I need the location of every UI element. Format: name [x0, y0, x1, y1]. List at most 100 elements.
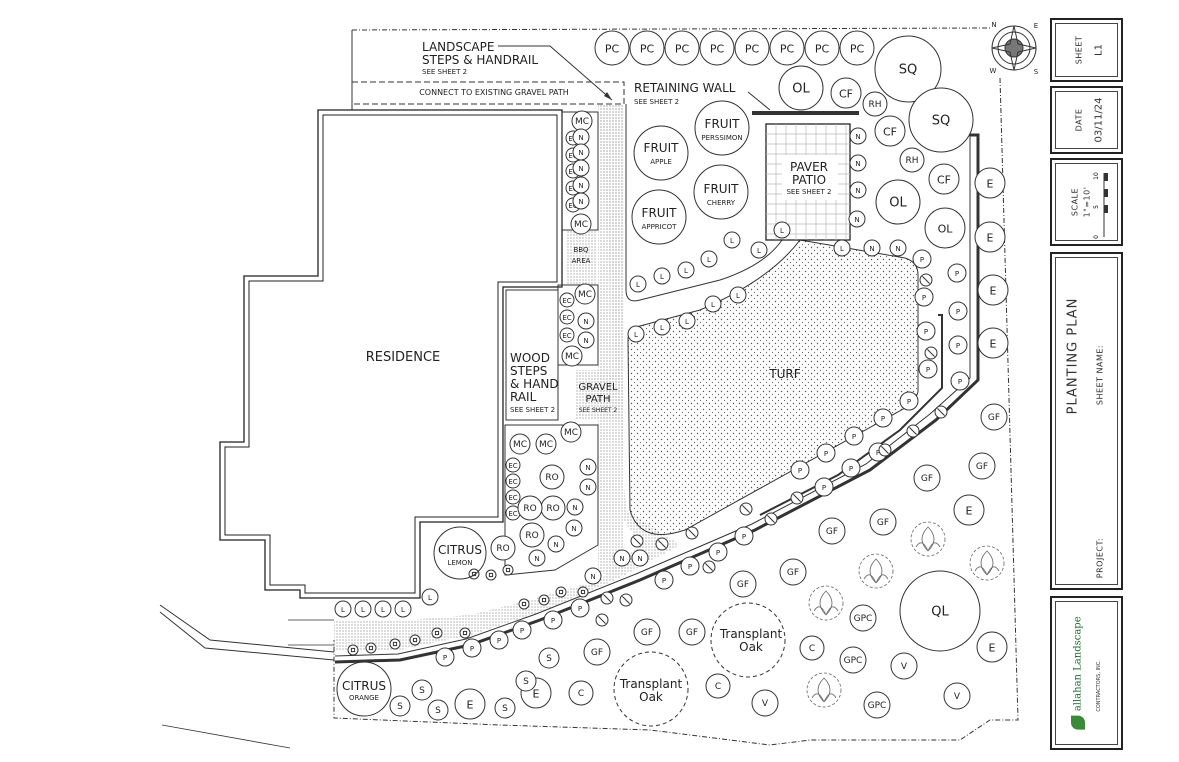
- svg-text:ORANGE: ORANGE: [349, 694, 379, 702]
- svg-text:MC: MC: [578, 290, 592, 300]
- plant-p: P: [734, 526, 754, 546]
- plant-l: L: [677, 261, 695, 279]
- plant-n: N: [613, 549, 631, 567]
- ornamental-grass-icon: [969, 545, 1005, 581]
- plant-e: E: [454, 688, 486, 720]
- svg-text:APPRICOT: APPRICOT: [642, 223, 678, 231]
- svg-text:S: S: [397, 702, 403, 712]
- shrub-marker-square: [485, 569, 497, 581]
- plant-n: N: [572, 143, 590, 161]
- svg-text:L: L: [660, 273, 664, 281]
- svg-text:GPC: GPC: [854, 614, 873, 624]
- plant-gf: GF: [779, 558, 807, 586]
- svg-text:P: P: [924, 328, 928, 336]
- svg-text:P: P: [852, 433, 856, 441]
- svg-text:S: S: [1034, 68, 1039, 76]
- shrub-marker-slash: [919, 273, 933, 287]
- svg-text:MC: MC: [574, 220, 588, 230]
- plant-pc: PC: [769, 30, 805, 66]
- plant-l: L: [653, 267, 671, 285]
- plant-l: L: [374, 600, 392, 618]
- plant-e: E: [974, 167, 1006, 199]
- svg-text:P: P: [688, 563, 692, 571]
- plant-gpc: GPC: [849, 604, 877, 632]
- svg-text:S: S: [419, 686, 425, 696]
- svg-text:PATH: PATH: [585, 394, 610, 405]
- svg-text:P: P: [716, 549, 720, 557]
- svg-text:AREA: AREA: [572, 257, 591, 265]
- svg-text:SEE SHEET 2: SEE SHEET 2: [510, 406, 555, 414]
- title-sheet-name-box: PLANTING PLAN SHEET NAME: PROJECT:: [1050, 252, 1123, 590]
- plant-l: L: [678, 312, 696, 330]
- svg-text:P: P: [922, 294, 926, 302]
- svg-text:MC: MC: [539, 440, 553, 450]
- svg-text:P: P: [578, 605, 582, 613]
- plant-s: S: [494, 697, 516, 719]
- svg-text:L: L: [707, 256, 711, 264]
- plant-gpc: GPC: [839, 646, 867, 674]
- plant-ec: EC: [505, 489, 521, 505]
- leaf-icon: [1070, 715, 1085, 730]
- svg-text:N: N: [583, 318, 588, 326]
- svg-text:5: 5: [1093, 205, 1100, 209]
- plant-ol: OL: [924, 207, 966, 249]
- plant-l: L: [833, 239, 851, 257]
- svg-text:N: N: [855, 133, 860, 141]
- plant-n: N: [572, 176, 590, 194]
- plant-p: P: [912, 249, 932, 269]
- svg-text:QL: QL: [931, 605, 949, 620]
- svg-text:E: E: [990, 285, 997, 298]
- plant-p: P: [462, 638, 482, 658]
- shrub-marker-slash: [878, 443, 892, 457]
- plant-p: P: [950, 371, 970, 391]
- svg-text:LANDSCAPE: LANDSCAPE: [422, 40, 494, 54]
- plant-l: L: [334, 600, 352, 618]
- plant-l: L: [723, 231, 741, 249]
- svg-text:L: L: [361, 606, 365, 614]
- plant-l: L: [629, 275, 647, 293]
- svg-text:C: C: [578, 689, 584, 699]
- plant-l: L: [773, 221, 791, 239]
- svg-text:PC: PC: [850, 43, 865, 56]
- plant-ro: RO: [539, 464, 565, 490]
- svg-text:S: S: [546, 654, 552, 664]
- shrub-marker-slash: [790, 491, 804, 505]
- svg-text:CHERRY: CHERRY: [707, 199, 736, 207]
- svg-text:RH: RH: [905, 156, 918, 166]
- shrub-marker-slash: [924, 346, 938, 360]
- svg-text:SEE SHEET 2: SEE SHEET 2: [786, 188, 831, 196]
- plant-pc: PC: [804, 30, 840, 66]
- plant-p: P: [790, 460, 810, 480]
- svg-text:& HAND: & HAND: [510, 377, 559, 391]
- svg-text:E: E: [966, 505, 973, 518]
- plant-n: N: [863, 239, 881, 257]
- plant-p: P: [435, 647, 455, 667]
- plant-pc: PC: [699, 30, 735, 66]
- svg-text:L: L: [341, 606, 345, 614]
- svg-text:P: P: [926, 366, 930, 374]
- svg-text:CITRUS: CITRUS: [438, 543, 482, 557]
- plant-pc: PC: [629, 30, 665, 66]
- svg-text:OL: OL: [792, 82, 810, 97]
- svg-text:RO: RO: [546, 504, 559, 514]
- svg-text:CF: CF: [937, 174, 951, 187]
- svg-text:N: N: [855, 187, 860, 195]
- svg-text:CITRUS: CITRUS: [342, 679, 386, 693]
- svg-text:SEE SHEET 2: SEE SHEET 2: [634, 98, 679, 106]
- svg-text:P: P: [958, 378, 962, 386]
- plant-gpc: GPC: [863, 691, 891, 719]
- svg-text:CF: CF: [839, 88, 853, 101]
- svg-text:P: P: [551, 617, 555, 625]
- sheet-name-label: SHEET NAME:: [1095, 345, 1105, 406]
- plant-mc: MC: [561, 345, 583, 367]
- svg-text:OL: OL: [889, 196, 907, 211]
- plant-mc: MC: [509, 433, 531, 455]
- plant-n: N: [579, 458, 597, 476]
- svg-text:BBQ: BBQ: [573, 246, 589, 254]
- shrub-marker-slash: [764, 512, 778, 526]
- svg-text:WOOD: WOOD: [510, 351, 550, 365]
- plant-n: N: [565, 519, 583, 537]
- svg-text:N: N: [578, 182, 583, 190]
- plant-p: P: [948, 335, 968, 355]
